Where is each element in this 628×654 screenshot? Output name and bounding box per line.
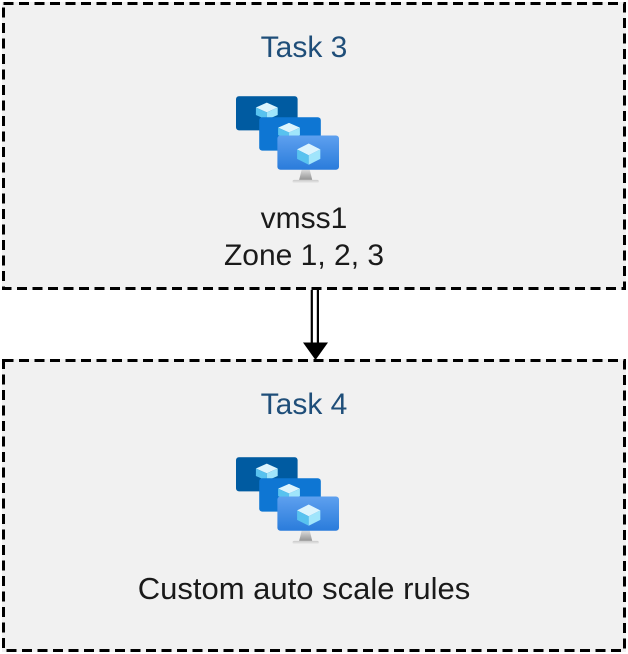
vmss-name-label: vmss1 [260, 202, 348, 235]
task4-box: Task 4 Custom auto scale rules [2, 359, 626, 652]
vmss-icon [236, 96, 339, 183]
autoscale-rules-label: Custom auto scale rules [137, 571, 471, 606]
down-arrow-icon [303, 290, 328, 360]
task3-title: Task 3 [260, 31, 348, 64]
vmss-icon [236, 457, 339, 544]
task3-box: Task 3 vmss1 Zone 1, 2, 3 [2, 2, 626, 290]
zones-label: Zone 1, 2, 3 [223, 239, 385, 272]
task4-title: Task 4 [260, 388, 348, 421]
